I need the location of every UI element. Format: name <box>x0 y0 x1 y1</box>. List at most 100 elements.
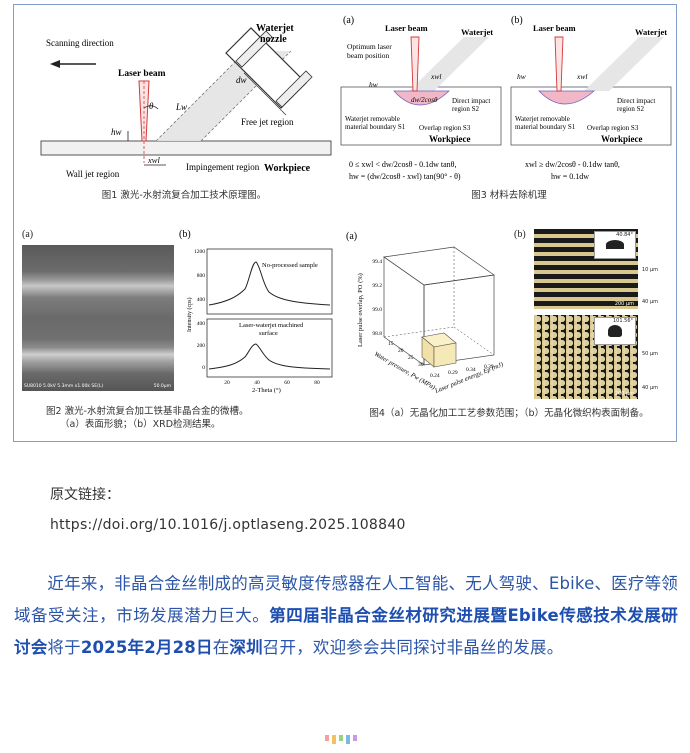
xrd-ytick-bottom-1: 200 <box>197 343 206 349</box>
xrd-xtick-1: 40 <box>254 380 260 386</box>
decor-dot-0 <box>325 735 329 741</box>
fig3a-removable-line2: material boundary S1 <box>345 123 406 131</box>
texture-grid: 101.56° 200 μm <box>534 315 638 399</box>
fig3b-formula1: xwl ≥ dw/2cosθ - 0.1dw tanθ, <box>525 160 620 169</box>
fig2-caption-line2: （a）表面形貌；（b）XRD检测结果。 <box>60 419 221 430</box>
decor-dot-3 <box>346 735 350 744</box>
fig4-ytick-0: 0.24 <box>430 373 440 379</box>
fig3-b-label: (b) <box>511 15 523 26</box>
xrd-ytick-top-0: 1200 <box>194 249 205 255</box>
fig3b-removable-line1: Waterjet removable <box>515 115 570 123</box>
fig4-ytick-1: 0.29 <box>448 370 458 376</box>
xrd-bottom-line2: surface <box>259 330 278 337</box>
fig3a-waterjet: Waterjet <box>461 27 493 37</box>
fig4-xtick-0: 15 <box>388 341 394 347</box>
fig2-a-label: (a) <box>22 229 34 240</box>
fig4-ztick-1: 99.2 <box>372 283 382 289</box>
fig3a-removable: Waterjet removable material boundary S1 <box>345 115 406 131</box>
texture1-scale: 200 μm <box>614 301 634 307</box>
fig1-laser-label: Laser beam <box>118 69 166 79</box>
fig3a-optimum-line1: Optimum laser <box>347 42 392 51</box>
xrd-xtick-2: 60 <box>284 380 290 386</box>
texture-stripes: 40.84° 200 μm <box>534 229 638 309</box>
fig3b-waterjet: Waterjet <box>635 27 667 37</box>
decor-dot-4 <box>353 735 357 741</box>
fig4-zlabel: Laser pulse overlap, PO (%) <box>357 273 364 347</box>
fig4-ztick-0: 99.4 <box>372 259 382 265</box>
fig1-theta-label: θ <box>149 101 154 111</box>
fig4-ytick-3: 0.39 <box>484 364 494 370</box>
fig3b-formula2: hw = 0.1dw <box>551 172 589 181</box>
fig4-xtick-1: 20 <box>398 348 404 354</box>
fig1-waterjet-line2: nozzle <box>260 34 287 45</box>
para-at: 在 <box>212 638 230 657</box>
fig4-ytick-2: 0.34 <box>466 367 476 373</box>
figure-frame: Scanning direction Waterjet nozzle Laser… <box>13 4 677 442</box>
fig1-hw-label: hw <box>111 127 122 137</box>
fig3a-workpiece: Workpiece <box>429 134 471 144</box>
fig1-dw-label: dw <box>236 75 247 85</box>
droplet-icon-2 <box>608 325 622 337</box>
fig4-xtick-3: 30 <box>418 362 424 368</box>
para-date: 2025年2月28日 <box>80 638 213 657</box>
xrd-xtick-0: 20 <box>224 380 230 386</box>
fig3a-removable-line1: Waterjet removable <box>345 115 400 123</box>
fig3a-overlap: Overlap region S3 <box>419 124 471 132</box>
texture2-dim1: 50 μm <box>642 351 659 357</box>
fig3b-direct: Direct impact region S2 <box>617 97 657 113</box>
fig4-caption: 图4（a）无晶化加工工艺参数范围；（b）无晶化微织构表面制备。 <box>369 408 649 419</box>
angle-value-2: 101.56° <box>613 318 633 324</box>
fig3a-laser: Laser beam <box>385 23 428 33</box>
fig3b-overlap: Overlap region S3 <box>587 124 639 132</box>
fig3b-removable-line2: material boundary S1 <box>515 123 576 131</box>
fig3a-formula1: 0 ≤ xwl < dw/2cosθ - 0.1dw tanθ, <box>349 160 456 169</box>
fig3b-direct-line2: region S2 <box>617 105 645 113</box>
para-intro: 近年来，非晶合金丝制成的高灵敏度传感器在人工智能、无人驾驶、Ebike、医疗等领… <box>14 574 678 625</box>
fig3a-formula2: hw = (dw/2cosθ - xwl) tan(90° - θ) <box>349 172 461 181</box>
fig3a-dw2cos: dw/2cosθ <box>411 96 438 104</box>
decor-dot-1 <box>332 735 336 744</box>
xrd-ytick-top-1: 800 <box>197 273 206 279</box>
angle-value-1: 40.84° <box>616 232 633 238</box>
figure-3-diagram: (a) (b) Laser beam Waterjet Optimum lase… <box>340 15 672 181</box>
fig3b-laser: Laser beam <box>533 23 576 33</box>
fig3-a-label: (a) <box>343 15 354 26</box>
xrd-xlabel: 2-Theta (°) <box>252 387 281 394</box>
fig3b-removable: Waterjet removable material boundary S1 <box>515 115 576 131</box>
figure-1-diagram: Scanning direction Waterjet nozzle Laser… <box>40 23 332 179</box>
fig3a-optimum-line2: beam position <box>347 51 390 60</box>
fig4-ztick-2: 99.0 <box>372 307 382 313</box>
fig4-b-label: (b) <box>514 229 526 240</box>
xrd-ytick-top-2: 400 <box>197 297 206 303</box>
source-link[interactable]: https://doi.org/10.1016/j.optlaseng.2025… <box>50 517 406 533</box>
fig3b-workpiece: Workpiece <box>601 134 643 144</box>
xrd-ylabel: Intensity (cps) <box>186 298 193 333</box>
fig3b-direct-line1: Direct impact <box>617 97 655 105</box>
fig3b-hw: hw <box>517 72 526 81</box>
fig3a-xwl: xwl <box>430 72 441 81</box>
para-will-be: 将于 <box>47 638 81 657</box>
para-invite: 召开，欢迎参会共同探讨非晶丝的发展。 <box>262 638 564 657</box>
fig1-xwl-label: xwl <box>147 155 160 165</box>
fig3-caption: 图3 材料去除机理 <box>471 190 547 201</box>
xrd-bottom-line1: Laser-waterjet machined <box>239 322 304 329</box>
fig1-waterjet-label: Waterjet nozzle <box>256 23 296 45</box>
fig1-lw-label: Lw <box>175 102 187 112</box>
fig1-waterjet-line1: Waterjet <box>256 23 294 34</box>
para-event-name: 第四届非晶合金丝材研究进展暨Ebike传感技术发展研讨会 <box>14 606 679 657</box>
texture2-dim2: 40 μm <box>642 385 659 391</box>
fig1-impingement-label: Impingement region <box>186 162 260 172</box>
fig1-caption: 图1 激光-水射流复合加工技术原理图。 <box>101 190 267 201</box>
angle-box-2: 101.56° <box>594 317 636 345</box>
fig2-caption-line1: 图2 激光-水射流复合加工铁基非晶合金的微槽。 <box>46 406 249 417</box>
droplet-icon-1 <box>606 240 624 249</box>
fig3a-optimum: Optimum laser beam position <box>347 42 394 60</box>
para-city: 深圳 <box>229 638 263 657</box>
xrd-top-label: No-processed sample <box>262 262 318 269</box>
fig3b-xwl: xwl <box>576 72 587 81</box>
fig3a-hw: hw <box>369 80 378 89</box>
fig4-3d-chart: (a) Laser pulse overlap, PO (%) Water pr… <box>346 231 504 395</box>
decor-dot-2 <box>339 735 343 741</box>
xrd-xtick-3: 80 <box>314 380 320 386</box>
xrd-ytick-bottom-0: 400 <box>197 321 206 327</box>
